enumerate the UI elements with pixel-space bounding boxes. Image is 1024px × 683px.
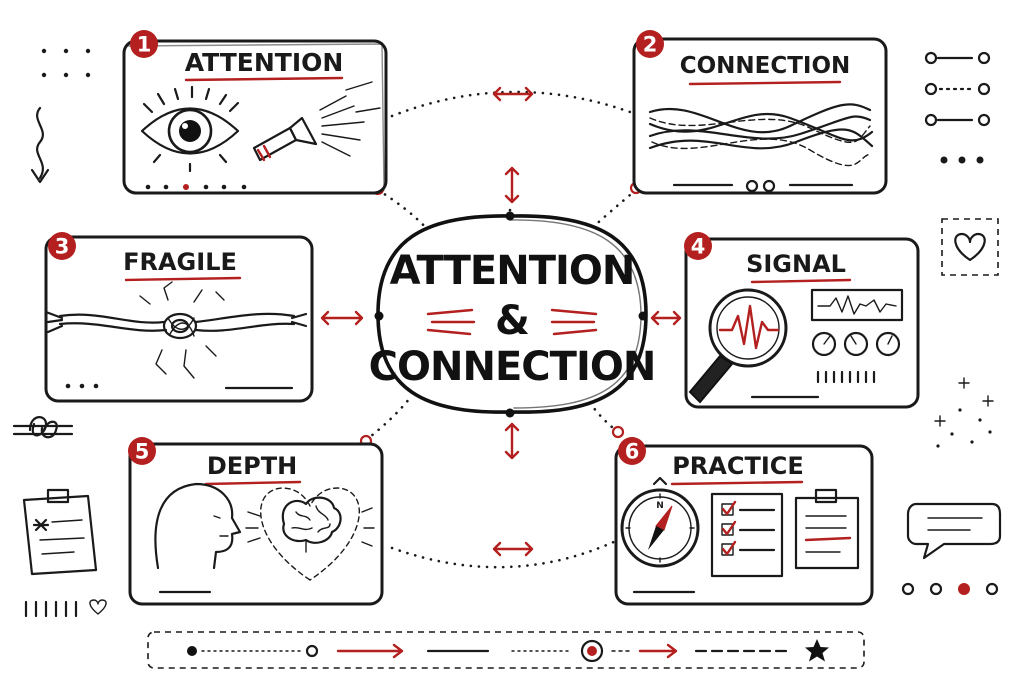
squiggle-arrow-icon <box>30 106 50 184</box>
magnifier-signal-icon <box>688 288 788 404</box>
center-node: ATTENTION & CONNECTION <box>369 211 656 418</box>
arrow-top-horizontal <box>492 86 534 102</box>
svg-text:6: 6 <box>625 440 640 464</box>
checklist-icon <box>710 492 784 578</box>
note-card-icon <box>22 488 98 576</box>
card-1-title: ATTENTION <box>185 48 344 77</box>
sparkle-stars-icon <box>934 377 994 448</box>
star-icon <box>805 639 829 662</box>
heart-icon <box>941 218 999 276</box>
card-5-title: DEPTH <box>207 452 297 480</box>
decor-top-right-nodes <box>924 51 991 164</box>
card-attention: 1 ATTENTION <box>122 30 388 195</box>
svg-text:2: 2 <box>643 33 658 57</box>
svg-text:1: 1 <box>137 33 152 57</box>
arrow-bottom-vertical <box>504 422 520 460</box>
woven-lines-icon <box>648 103 874 167</box>
decor-top-left-dots <box>41 48 91 78</box>
card-4-title: SIGNAL <box>746 250 846 278</box>
decor-bottom-right-dots <box>901 582 999 596</box>
arrow-left <box>320 310 364 326</box>
card-fragile: 3 FRAGILE <box>44 232 314 403</box>
card-3-title: FRAGILE <box>123 248 237 276</box>
svg-text:5: 5 <box>135 440 150 464</box>
arrow-right <box>650 310 682 326</box>
bottom-progress-track <box>147 631 865 669</box>
svg-text:N: N <box>656 501 664 511</box>
chat-bubble-icon <box>906 502 1002 560</box>
clipboard-icon <box>794 488 860 570</box>
badge-2 <box>636 30 664 58</box>
svg-text:3: 3 <box>55 235 70 259</box>
card-depth: 5 DEPTH <box>128 437 384 606</box>
card-signal: 4 SIGNAL <box>684 232 920 409</box>
svg-text:4: 4 <box>691 235 706 259</box>
badge-6 <box>618 437 646 465</box>
badge-5 <box>128 437 156 465</box>
frayed-rope-knot-icon <box>44 281 308 379</box>
center-title-line1: ATTENTION <box>390 248 635 294</box>
brain-heart-icon <box>245 487 375 581</box>
compass-icon: N <box>620 476 700 568</box>
knot-icon <box>12 416 74 439</box>
card-connection: 2 CONNECTION <box>632 30 888 195</box>
badge-3 <box>48 232 76 260</box>
badge-1 <box>130 30 158 58</box>
decor-bottom-left-ticks <box>24 599 107 618</box>
center-title-ampersand: & <box>495 298 529 344</box>
eye-icon <box>140 85 240 173</box>
arrow-top-vertical <box>504 166 520 204</box>
arrow-bottom-horizontal <box>492 541 534 557</box>
badge-4 <box>684 232 712 260</box>
card-1-pager <box>145 184 247 190</box>
card-practice: 6 PRACTICE N <box>614 437 874 606</box>
flashlight-icon <box>252 81 381 162</box>
card-2-title: CONNECTION <box>680 53 851 79</box>
head-profile-icon <box>154 482 242 570</box>
monitor-waveform-icon <box>810 288 904 384</box>
card-6-title: PRACTICE <box>672 452 804 480</box>
center-title-line3: CONNECTION <box>369 344 656 390</box>
